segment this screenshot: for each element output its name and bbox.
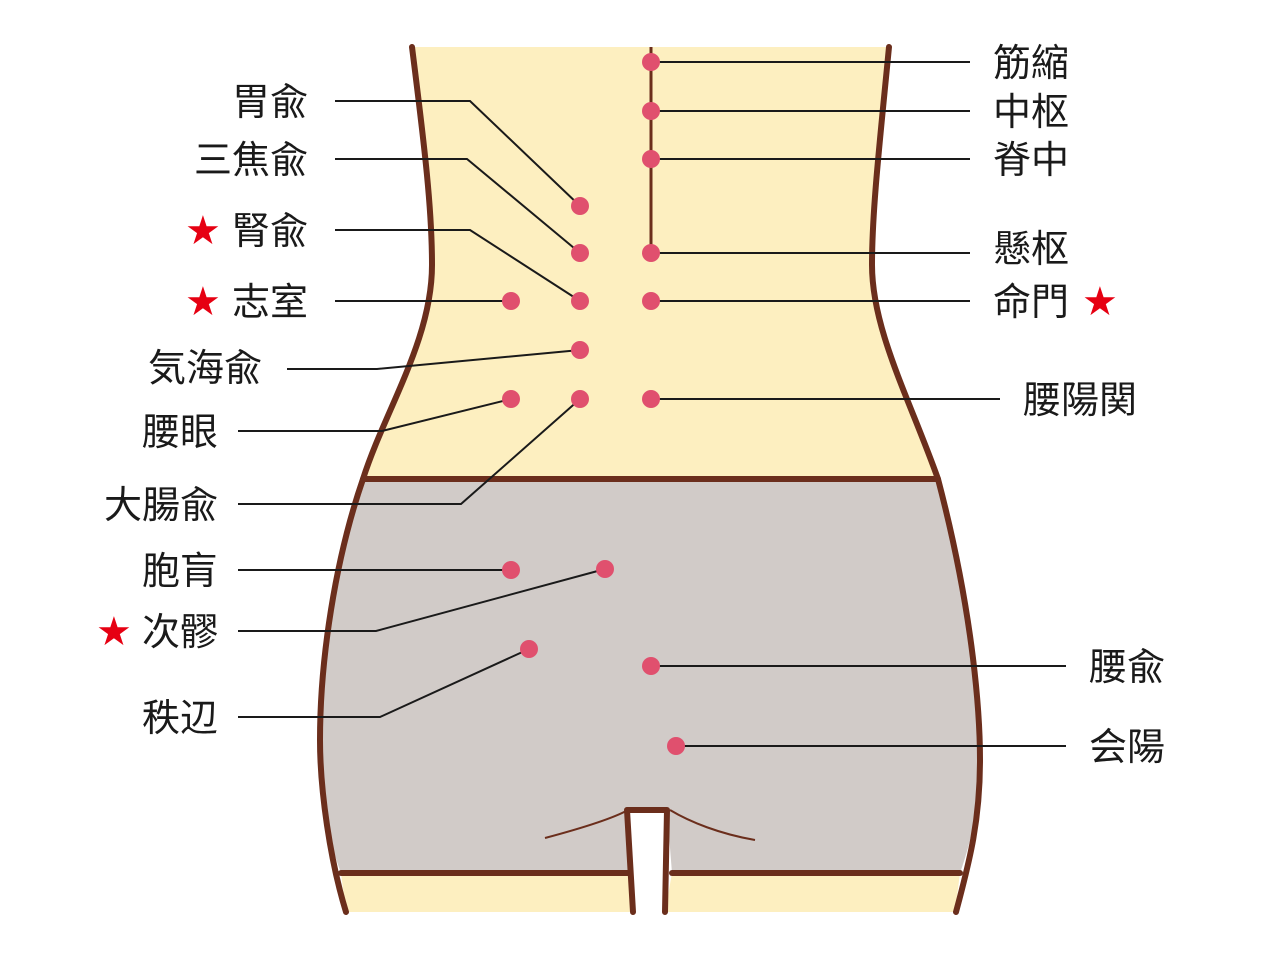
leader-qihaiyu <box>287 349 581 370</box>
point-qihaiyu <box>571 341 589 359</box>
point-huiyang <box>667 737 685 755</box>
label-zhongshu: 中枢 <box>993 90 1069 134</box>
label-baohuang: 胞肓 <box>142 549 218 593</box>
point-xuanshu <box>642 244 660 262</box>
label-zhishi: 志室 <box>232 280 308 324</box>
star-mingmen: ★ <box>1082 279 1118 325</box>
label-huiyang: 会陽 <box>1089 725 1165 769</box>
point-dachangyu <box>571 390 589 408</box>
buttock-crease-right <box>669 809 756 841</box>
label-yaoyan: 腰眼 <box>142 410 218 454</box>
point-zhongshu <box>642 102 660 120</box>
point-baohuang <box>502 561 520 579</box>
label-ciliao: 次髎 <box>142 610 218 654</box>
leader-dachangyu <box>238 398 581 505</box>
label-zhibian: 秩辺 <box>142 696 218 740</box>
leader-sanjiaoyu <box>335 158 581 254</box>
point-jizhong <box>642 150 660 168</box>
label-jinsuo: 筋縮 <box>993 41 1069 85</box>
label-xuanshu: 懸枢 <box>993 227 1069 271</box>
star-shenyu: ★ <box>185 208 221 254</box>
point-yaoyan <box>502 390 520 408</box>
label-weiyu: 胃兪 <box>232 80 308 124</box>
upper-back-skin <box>363 47 938 479</box>
buttock-crease <box>544 809 629 839</box>
garment <box>320 479 980 873</box>
crotch-outline <box>624 807 670 915</box>
star-zhishi: ★ <box>185 279 221 325</box>
label-qihaiyu: 気海兪 <box>148 346 262 390</box>
point-jinsuo <box>642 53 660 71</box>
point-sanjiaoyu <box>571 244 589 262</box>
point-shenyu <box>571 292 589 310</box>
leader-ciliao <box>238 568 606 632</box>
point-yaoyu <box>642 657 660 675</box>
right-thigh-skin <box>665 873 960 912</box>
leader-yaoyan <box>238 398 512 432</box>
label-yaoyu: 腰兪 <box>1089 645 1165 689</box>
left-thigh-skin <box>341 873 633 912</box>
label-shenyu: 腎兪 <box>232 209 308 253</box>
point-zhibian <box>520 640 538 658</box>
label-dachangyu: 大腸兪 <box>104 483 218 527</box>
star-ciliao: ★ <box>96 609 132 655</box>
label-sanjiaoyu: 三焦兪 <box>194 138 308 182</box>
point-yaoyangguan <box>642 390 660 408</box>
point-zhishi <box>502 292 520 310</box>
point-mingmen <box>642 292 660 310</box>
label-mingmen: 命門 <box>993 280 1069 324</box>
point-ciliao <box>596 560 614 578</box>
leader-weiyu <box>335 100 581 207</box>
label-yaoyangguan: 腰陽関 <box>1023 378 1137 422</box>
leader-zhibian <box>238 648 530 718</box>
leader-shenyu <box>335 229 581 302</box>
point-weiyu <box>571 197 589 215</box>
label-jizhong: 脊中 <box>993 138 1069 182</box>
